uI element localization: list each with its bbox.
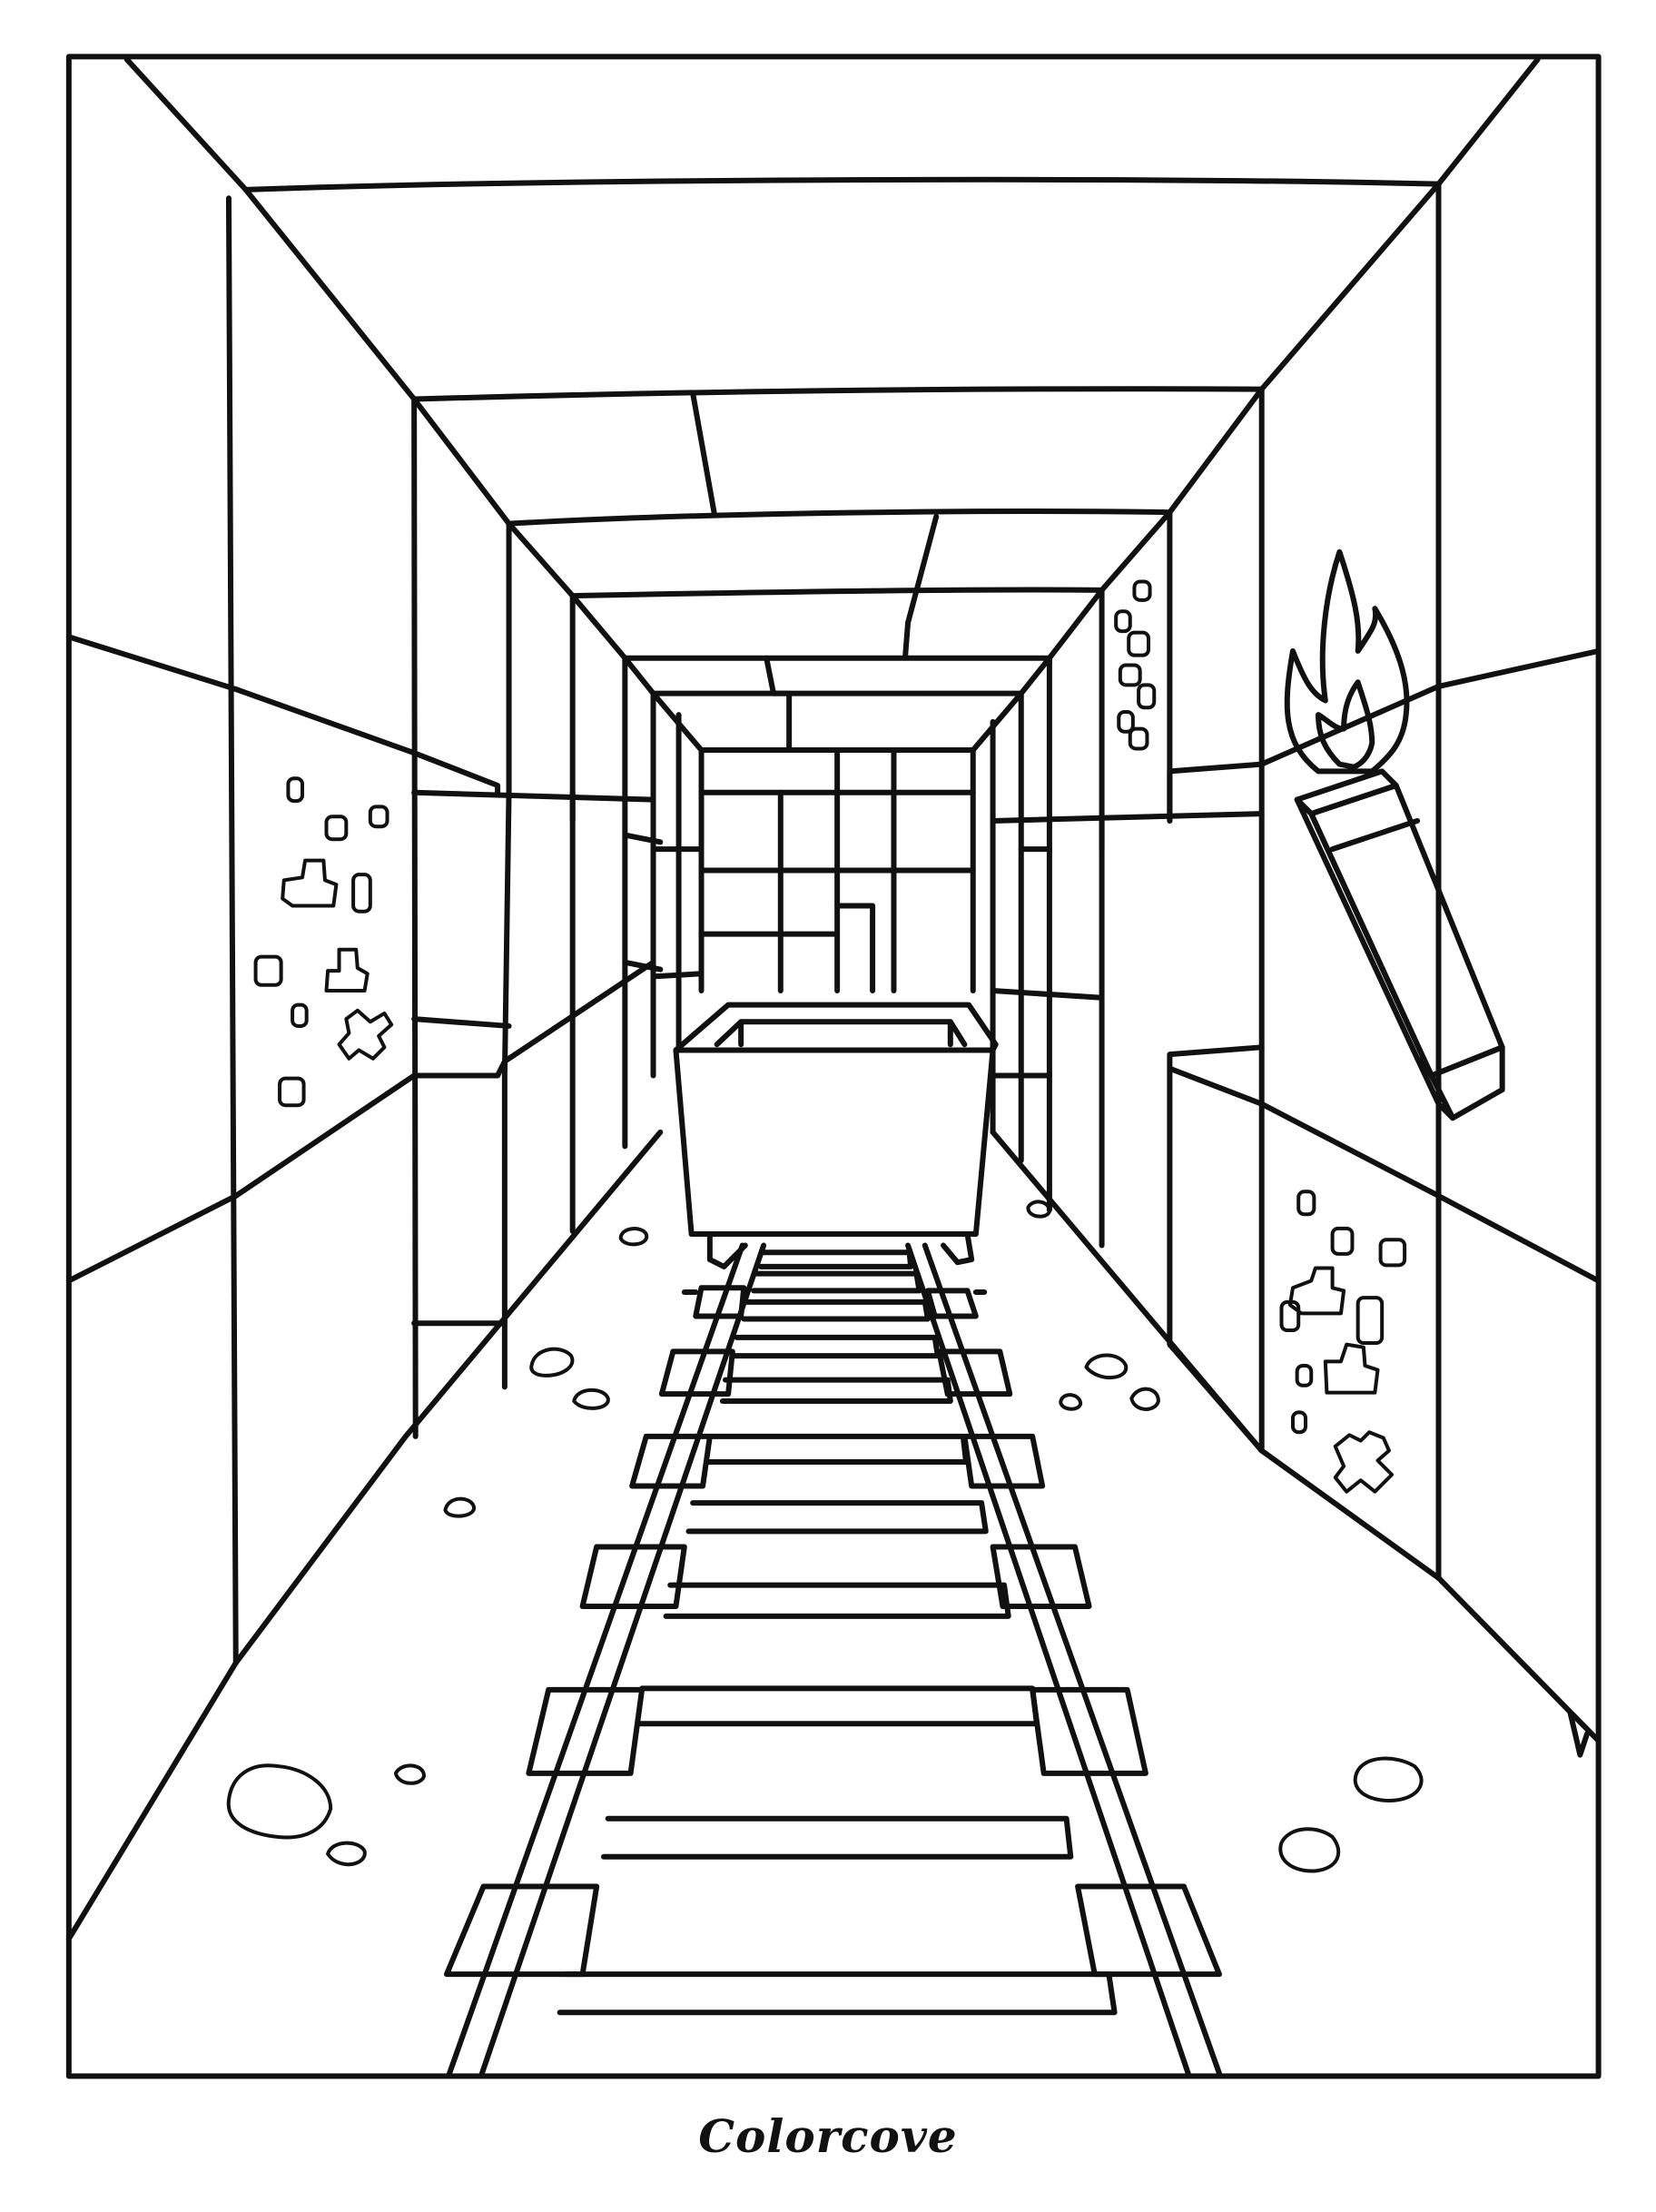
rail-track <box>447 1246 1219 2074</box>
tunnel-ceiling <box>127 59 1538 750</box>
ore-block-right-lower <box>1282 1191 1405 1491</box>
left-wall <box>69 198 702 1663</box>
back-wall <box>702 750 973 991</box>
torch-flame <box>1287 552 1407 772</box>
page-frame <box>69 56 1599 2076</box>
rail-ties <box>447 1252 1219 2012</box>
torch-stick <box>1297 771 1503 1118</box>
torch <box>1287 552 1503 1118</box>
rail-left <box>449 1246 764 2074</box>
minecart <box>675 1005 995 1267</box>
right-wall <box>973 184 1599 1578</box>
floor-pebbles <box>229 1201 1422 1871</box>
ore-block-right-upper <box>1116 582 1154 749</box>
rail-right <box>908 1246 1219 2074</box>
tunnel-floor <box>69 1132 1599 1939</box>
ore-block-left <box>256 778 392 1105</box>
brand-logo: Colorcove <box>698 2109 958 2163</box>
